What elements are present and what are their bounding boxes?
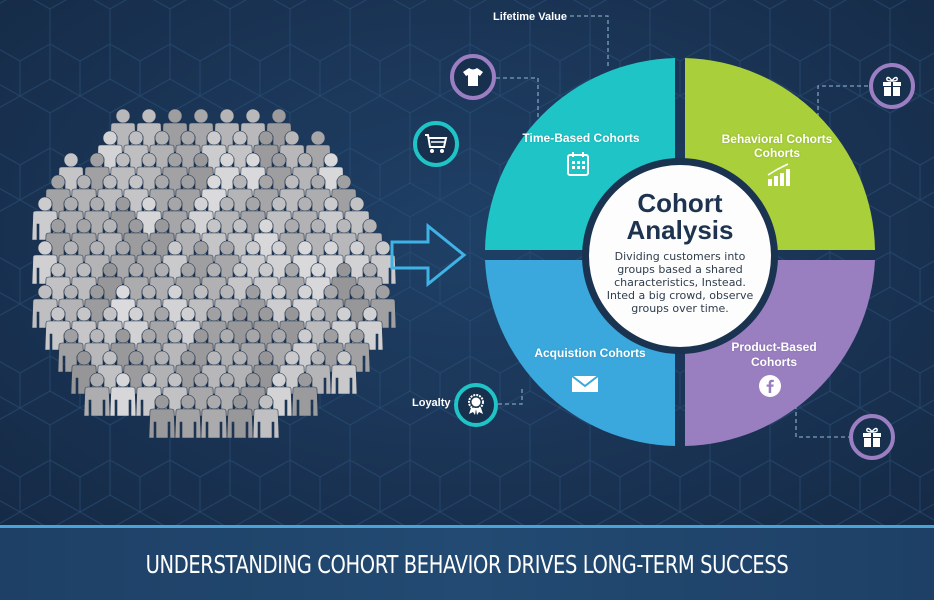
center-description: Dividing customers into groups based a s… — [606, 250, 754, 315]
callout-lifetime-value — [450, 54, 496, 100]
callout-gift-top — [869, 63, 915, 109]
envelope-icon — [571, 375, 599, 392]
facebook-icon — [759, 375, 781, 397]
footer-banner: UNDERSTANDING COHORT BEHAVIOR DRIVES LON… — [0, 525, 934, 600]
segment-label-time-based: Time-Based Cohorts — [522, 131, 640, 145]
callout-lifetime-value-label: Lifetime Value — [493, 11, 567, 23]
callout-loyalty-label: Loyalty — [412, 397, 451, 409]
center-title: Cohort Analysis — [626, 188, 734, 245]
callout-gift-bottom — [849, 414, 895, 460]
award-badge-icon — [468, 394, 484, 415]
t-shirt-icon — [463, 68, 483, 86]
shopping-cart-icon — [425, 134, 448, 153]
cohort-wheel — [485, 15, 875, 446]
segment-label-product-based: Product-Based Cohorts — [731, 340, 817, 369]
right-arrow-icon — [390, 222, 467, 288]
calendar-icon — [567, 152, 589, 176]
callout-cart — [413, 121, 459, 167]
center-circle — [589, 165, 771, 347]
callout-loyalty — [454, 383, 498, 427]
segment-label-acquisition: Acquistion Cohorts — [534, 346, 646, 360]
banner-text: UNDERSTANDING COHORT BEHAVIOR DRIVES LON… — [145, 550, 789, 579]
gift-icon — [863, 427, 881, 447]
gift-icon — [883, 76, 901, 96]
bar-chart-growth-icon — [767, 163, 790, 186]
segment-label-behavioral: Behavioral Cohorts Cohorts — [721, 132, 833, 160]
